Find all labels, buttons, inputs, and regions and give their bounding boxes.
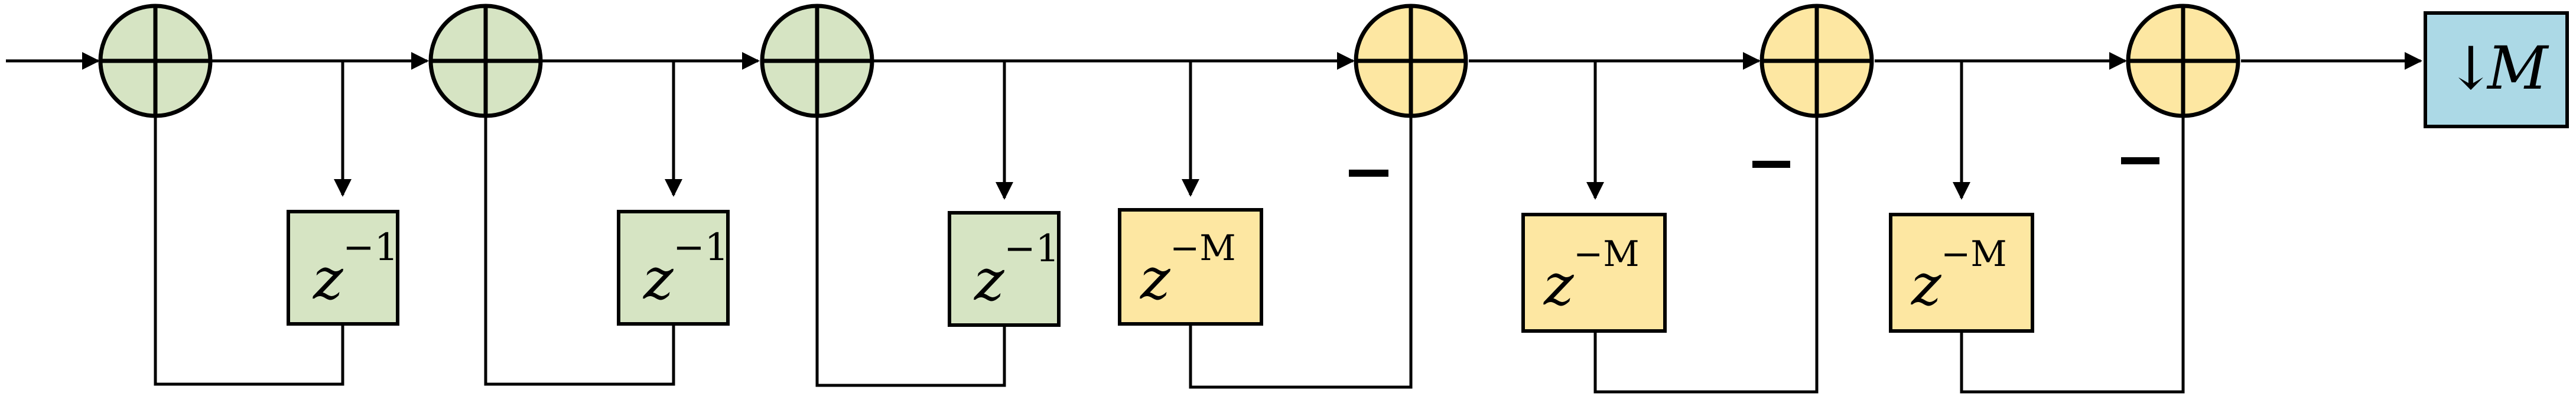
integrator-2-delay-block: z −1 (617, 210, 730, 326)
integrator-2-adder (428, 4, 543, 118)
comb-2-adder (1759, 4, 1874, 118)
integrator-2-feedback (477, 94, 675, 386)
integrator-3-delay-block: z −1 (948, 211, 1061, 327)
comb-3-adder (2126, 4, 2240, 118)
downsample-arrow: ↓ (2446, 34, 2496, 103)
delay-exponent: −1 (343, 226, 398, 270)
delay-exponent: −1 (673, 226, 728, 270)
comb-1-delay-block: z −M (1118, 208, 1263, 326)
integrator-3-adder (760, 4, 874, 118)
comb-2-delayed-path (1593, 94, 1826, 394)
delay-base: z (313, 246, 344, 312)
comb-2-delay-block: z −M (1521, 213, 1667, 333)
integrator-1-delay-block: z −1 (287, 210, 399, 326)
delay-base: z (1140, 246, 1171, 312)
integrator-1-adder (98, 4, 213, 118)
delay-exponent: −M (1573, 233, 1640, 275)
delay-base: z (1543, 252, 1575, 318)
comb-3-delay-block: z −M (1889, 213, 2034, 333)
comb-3-delayed-path (1960, 94, 2192, 394)
delay-base: z (643, 246, 674, 312)
comb-1-adder (1354, 4, 1468, 118)
decimation-factor: M (2486, 34, 2549, 103)
delay-base: z (974, 247, 1005, 313)
delay-exponent: −1 (1004, 227, 1059, 271)
decimator-block: ↓ M (2424, 11, 2569, 128)
comb-1-delayed-path (1189, 94, 1420, 389)
delay-exponent: −M (1941, 233, 2007, 275)
delay-exponent: −M (1170, 228, 1236, 269)
integrator-1-feedback (147, 94, 344, 386)
integrator-3-feedback (808, 94, 1006, 387)
delay-base: z (1911, 252, 1942, 318)
